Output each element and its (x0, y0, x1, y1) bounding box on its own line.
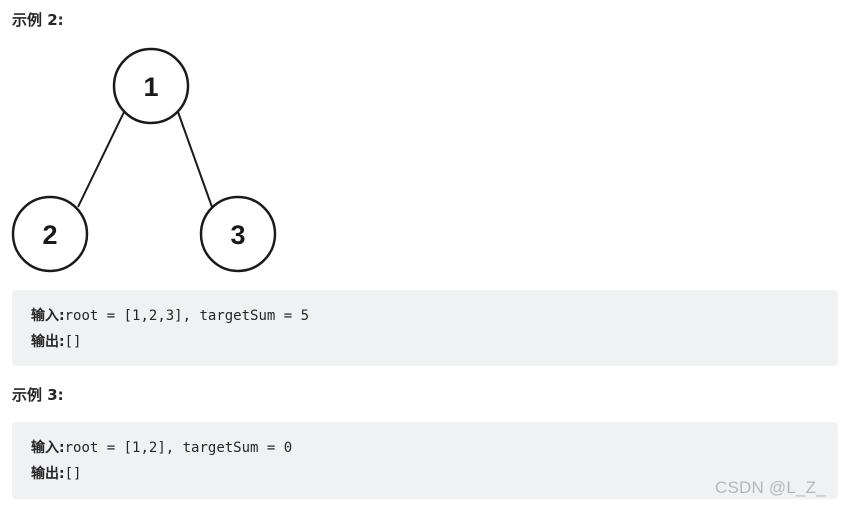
input-value: root = [1,2], targetSum = 0 (64, 440, 293, 456)
binary-tree-diagram: 1 2 3 (11, 47, 277, 273)
tree-node-root: 1 (112, 47, 190, 125)
output-value: [] (64, 466, 82, 482)
example-3-input-line: 输入:root = [1,2], targetSum = 0 (31, 435, 838, 461)
tree-node-right: 3 (199, 195, 277, 273)
output-value: [] (64, 334, 82, 350)
tree-node-root-label: 1 (143, 72, 158, 102)
tree-edge-root-right (177, 111, 213, 208)
tree-node-left: 2 (11, 195, 89, 273)
example-3-code-block: 输入:root = [1,2], targetSum = 0 输出:[] (12, 422, 838, 499)
input-label: 输入: (31, 440, 65, 456)
watermark: CSDN @L_Z_ (715, 478, 826, 497)
input-value: root = [1,2,3], targetSum = 5 (64, 308, 310, 324)
tree-node-left-label: 2 (42, 220, 57, 250)
output-label: 输出: (31, 466, 65, 482)
example-2-input-line: 输入:root = [1,2,3], targetSum = 5 (31, 303, 838, 329)
example-2-heading: 示例 2: (12, 11, 64, 29)
tree-node-right-label: 3 (230, 220, 245, 250)
tree-edge-root-left (77, 111, 125, 208)
example-3-heading: 示例 3: (12, 386, 64, 404)
example-3-output-line: 输出:[] (31, 461, 838, 487)
output-label: 输出: (31, 334, 65, 350)
example-2-output-line: 输出:[] (31, 329, 838, 355)
example-2-code-block: 输入:root = [1,2,3], targetSum = 5 输出:[] (12, 290, 838, 366)
input-label: 输入: (31, 308, 65, 324)
